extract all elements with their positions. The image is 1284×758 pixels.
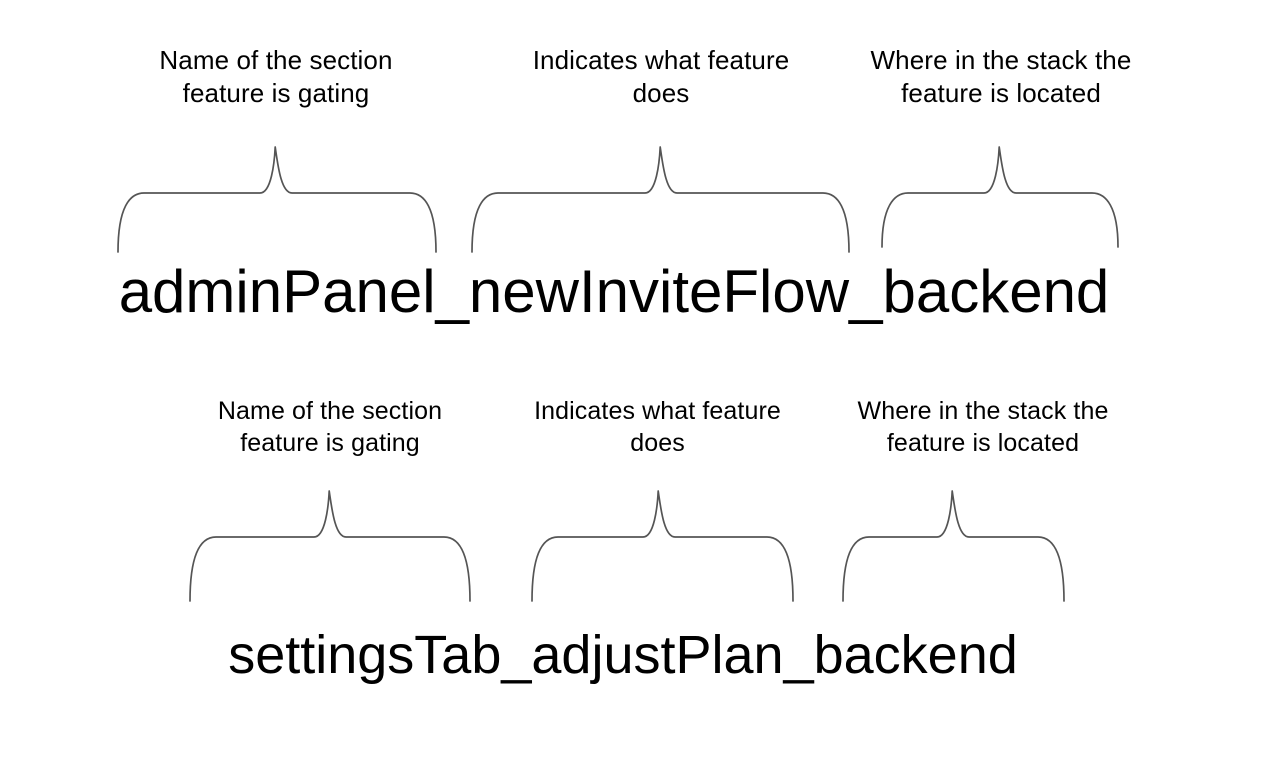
brace-icon-row1-segment3: [881, 146, 1119, 248]
caption-row1-feature-action: Indicates what feature does: [532, 45, 790, 109]
brace-icon-row2-segment1: [189, 490, 471, 602]
feature-flag-name-2: settingsTab_adjustPlan_backend: [228, 625, 1018, 685]
feature-flag-name-1: adminPanel_newInviteFlow_backend: [118, 258, 1110, 325]
caption-row2-stack-location: Where in the stack the feature is locate…: [857, 397, 1109, 457]
brace-icon-row2-segment2: [531, 490, 794, 602]
caption-row1-stack-location: Where in the stack the feature is locate…: [870, 45, 1132, 109]
caption-row2-feature-action: Indicates what feature does: [534, 397, 781, 457]
brace-icon-row2-segment3: [842, 490, 1065, 602]
caption-row1-section-name: Name of the section feature is gating: [159, 45, 393, 109]
brace-icon-row1-segment2: [471, 146, 850, 253]
caption-row2-section-name: Name of the section feature is gating: [217, 397, 443, 457]
brace-icon-row1-segment1: [117, 146, 437, 253]
